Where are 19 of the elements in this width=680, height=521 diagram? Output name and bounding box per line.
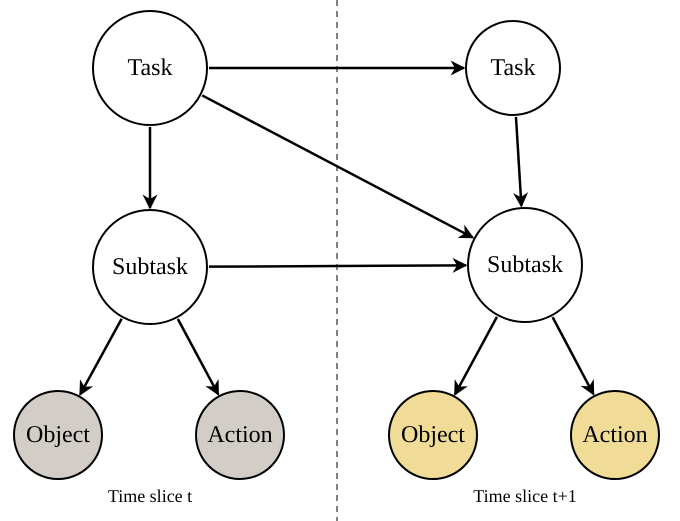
arrow xyxy=(202,94,474,239)
arrow xyxy=(209,60,466,76)
time-slice-label: Time slice t+1 xyxy=(473,486,577,507)
node-label: Task xyxy=(490,54,536,82)
arrow xyxy=(513,116,528,208)
arrow xyxy=(176,318,220,396)
arrow xyxy=(142,127,158,210)
node-label: Subtask xyxy=(486,252,563,278)
time-slice-label: Time slice t xyxy=(108,486,192,507)
arrow xyxy=(552,316,595,396)
arrow xyxy=(209,258,468,273)
node-label: Action xyxy=(582,422,648,448)
node-label: Object xyxy=(401,422,465,448)
node-label: Task xyxy=(128,54,172,82)
arrow xyxy=(454,316,498,396)
node-label: Object xyxy=(26,422,90,448)
node-label: Subtask xyxy=(112,254,188,280)
arrow xyxy=(79,318,123,396)
node-label: Action xyxy=(207,422,273,448)
